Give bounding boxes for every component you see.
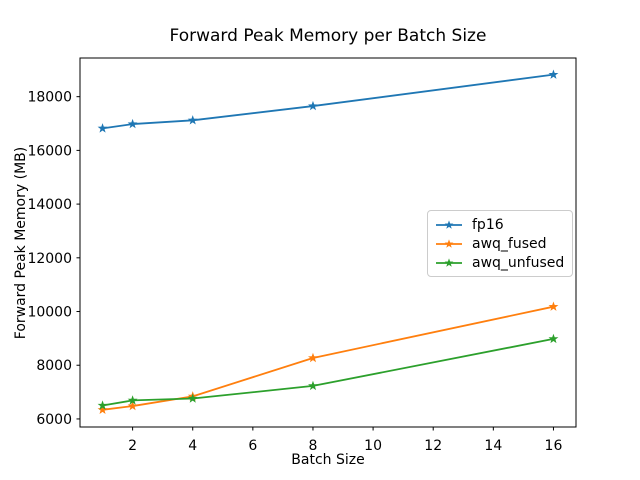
y-tick-label: 18000 — [27, 90, 72, 106]
data-point-awq_unfused — [308, 380, 318, 391]
x-tick-label: 4 — [188, 438, 197, 454]
data-point-fp16 — [548, 69, 559, 79]
legend-line-swatch — [436, 238, 462, 248]
y-tick-label: 10000 — [27, 305, 72, 321]
legend-label: fp16 — [472, 216, 504, 233]
legend-item-awq_fused: awq_fused — [435, 234, 564, 253]
x-tick-label: 6 — [248, 438, 257, 454]
y-axis-label: Forward Peak Memory (MB) — [13, 146, 29, 340]
data-point-awq_unfused — [97, 400, 108, 410]
legend-label: awq_unfused — [472, 254, 565, 271]
y-tick-label: 16000 — [27, 143, 72, 159]
x-tick-label: 8 — [309, 438, 318, 454]
data-point-fp16 — [187, 115, 198, 125]
star-marker-icon — [444, 219, 454, 229]
legend-line-swatch — [436, 257, 462, 267]
y-tick-label: 12000 — [27, 251, 72, 267]
chart-title: Forward Peak Memory per Batch Size — [169, 26, 487, 46]
legend-item-fp16: fp16 — [435, 215, 564, 234]
x-tick-label: 12 — [424, 438, 442, 454]
axes-frame — [79, 57, 577, 428]
x-tick-label: 2 — [128, 438, 137, 454]
y-tick-label: 6000 — [36, 412, 72, 428]
data-point-awq_unfused — [187, 393, 198, 403]
x-axis-label: Batch Size — [291, 452, 365, 468]
data-point-fp16 — [97, 123, 108, 133]
data-point-fp16 — [127, 118, 138, 129]
legend-line-swatch — [436, 219, 462, 229]
legend-item-awq_unfused: awq_unfused — [435, 253, 564, 272]
y-tick-label: 8000 — [36, 358, 72, 374]
star-marker-icon — [444, 257, 454, 267]
star-marker-icon — [444, 238, 454, 248]
data-point-awq_fused — [548, 301, 559, 311]
data-point-awq_fused — [97, 404, 108, 415]
x-tick-label: 10 — [364, 438, 382, 454]
series-line-awq_unfused — [102, 338, 554, 407]
legend: fp16 awq_fused awq_unfused — [427, 210, 574, 277]
y-tick-label: 14000 — [27, 197, 72, 213]
series-line-fp16 — [102, 73, 554, 130]
data-point-awq_unfused — [127, 395, 138, 405]
x-tick-label: 16 — [545, 438, 563, 454]
data-point-awq_fused — [308, 352, 318, 363]
data-point-fp16 — [308, 100, 318, 111]
series-line-awq_fused — [102, 305, 554, 411]
legend-label: awq_fused — [472, 235, 547, 252]
data-point-awq_unfused — [548, 333, 559, 344]
x-tick-label: 14 — [484, 438, 502, 454]
data-point-awq_fused — [127, 400, 138, 411]
